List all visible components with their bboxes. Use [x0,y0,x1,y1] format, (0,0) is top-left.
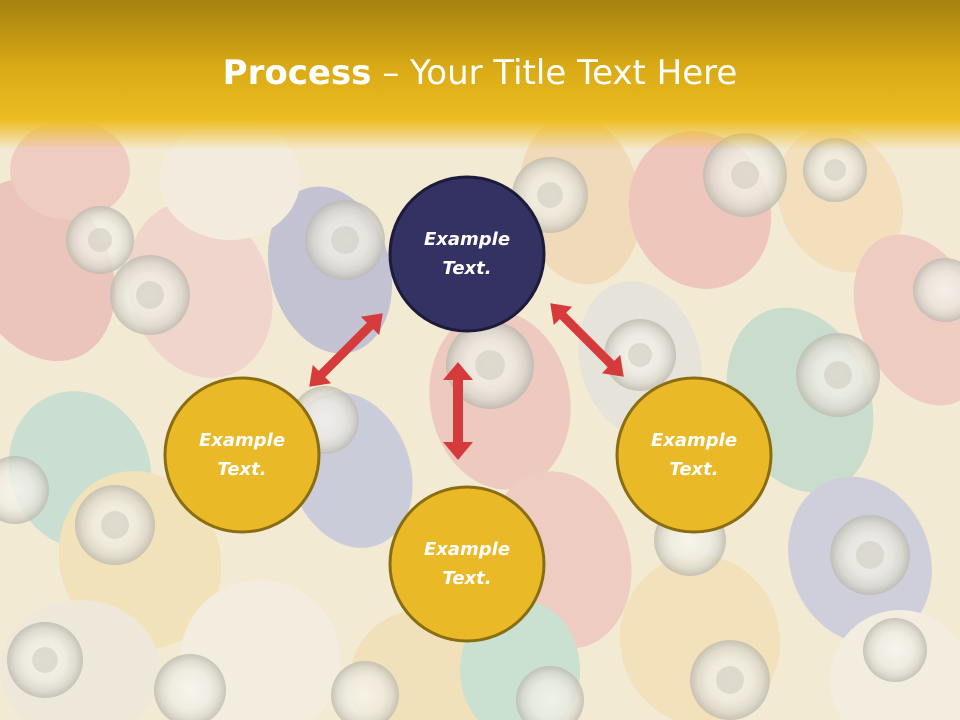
node-bottom-circle[interactable] [388,485,546,643]
node-bottom-line1: Example [423,539,511,560]
node-right-text: Example Text. [619,426,769,484]
arrow-top-left [309,313,383,387]
arrow-top-bottom [443,362,473,460]
node-bottom-text: Example Text. [392,535,542,593]
slide-title: Process – Your Title Text Here [0,50,960,96]
node-left-line1: Example [198,430,286,451]
node-left-line2: Text. [217,459,267,480]
title-bar [0,0,960,150]
node-right-line1: Example [650,430,738,451]
title-bold: Process [222,53,372,93]
node-left-circle[interactable] [163,376,321,534]
node-left-text: Example Text. [167,426,317,484]
node-top-circle[interactable] [388,175,546,333]
node-right-circle[interactable] [615,376,773,534]
node-top-line1: Example [423,229,511,250]
node-top-line2: Text. [442,258,492,279]
title-rest: Your Title Text Here [410,53,738,93]
node-top-text: Example Text. [392,225,542,283]
node-bottom-line2: Text. [442,568,492,589]
arrow-top-right [550,303,624,377]
title-dash: – [371,53,411,93]
node-right-line2: Text. [669,459,719,480]
